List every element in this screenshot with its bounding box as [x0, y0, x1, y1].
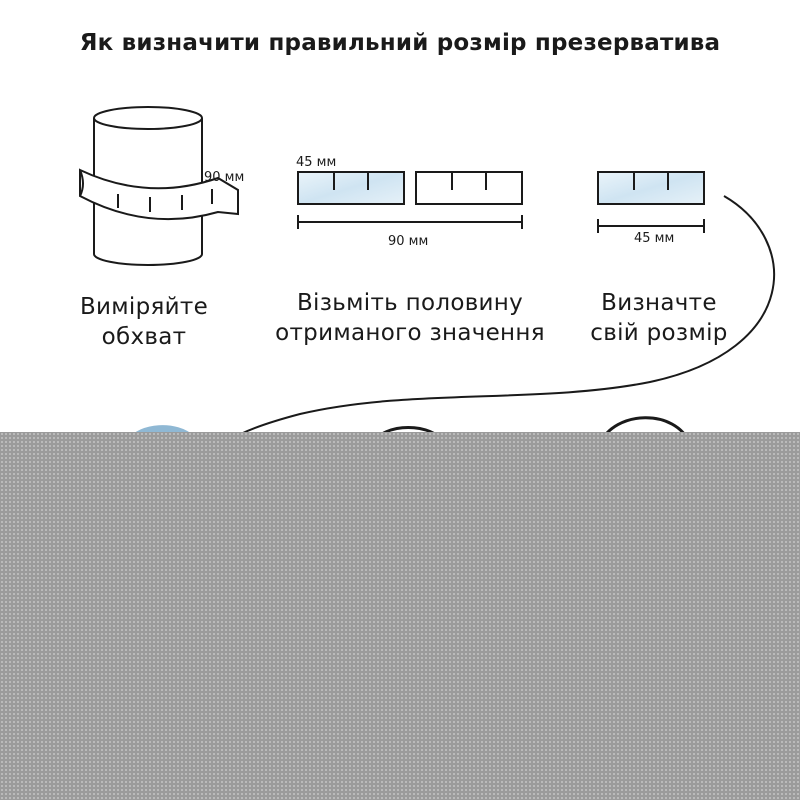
- second-tape-segment: [415, 171, 523, 205]
- cylinder-bottom: [93, 253, 203, 266]
- page-title: Як визначити правильний розмір презерват…: [79, 30, 721, 56]
- full-length-label: 90 мм: [388, 234, 428, 249]
- measure-label: 90 мм: [204, 170, 244, 185]
- size-dimension-line: [597, 219, 705, 233]
- obscured-area: [0, 432, 800, 800]
- cylinder-top: [93, 106, 203, 130]
- step-caption-size: Визначте свій розмір: [590, 290, 728, 346]
- size-tape-segment: [597, 171, 705, 205]
- size-label: 45 мм: [634, 231, 674, 246]
- full-length-dimension-line: [297, 215, 523, 229]
- tape-band: [79, 168, 239, 221]
- half-tape-segment: [297, 171, 405, 205]
- connector-curve: [229, 195, 776, 441]
- tape-inner-edge: [79, 169, 84, 197]
- half-length-label: 45 мм: [296, 155, 336, 170]
- step-caption-half: Візьміть половину отриманого значення: [275, 290, 545, 346]
- step-caption-measure: Виміряйте обхват: [79, 294, 209, 350]
- cylinder-with-tape-icon: [79, 106, 239, 266]
